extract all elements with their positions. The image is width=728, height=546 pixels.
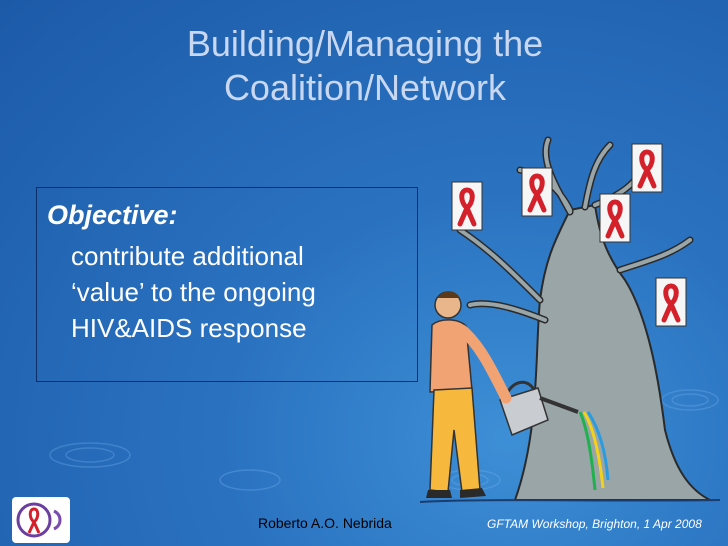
- red-ribbon-sign-2: [521, 167, 553, 217]
- objective-box: Objective: contribute additional ‘value’…: [36, 187, 418, 382]
- footer-author: Roberto A.O. Nebrida: [258, 515, 392, 531]
- red-ribbon-sign-5: [655, 277, 687, 327]
- objective-label: Objective:: [47, 200, 178, 230]
- objective-line-3: HIV&AIDS response: [71, 313, 307, 343]
- red-ribbon-sign-4: [631, 143, 663, 193]
- objective-text: contribute additional ‘value’ to the ong…: [71, 238, 416, 346]
- objective-line-1: contribute additional: [71, 241, 304, 271]
- person-watering-tree-with-red-ribbons-icon: [420, 136, 720, 503]
- red-ribbon-sign-1: [451, 181, 483, 231]
- footer-event: GFTAM Workshop, Brighton, 1 Apr 2008: [487, 517, 702, 531]
- objective-line-2: ‘value’ to the ongoing: [71, 277, 316, 307]
- organization-logo-icon: [12, 497, 70, 543]
- title-line-1: Building/Managing the: [186, 23, 544, 64]
- title-line-2: Coalition/Network: [223, 67, 507, 108]
- slide-title: Building/Managing the Coalition/Network: [120, 22, 610, 110]
- red-ribbon-sign-3: [599, 193, 631, 243]
